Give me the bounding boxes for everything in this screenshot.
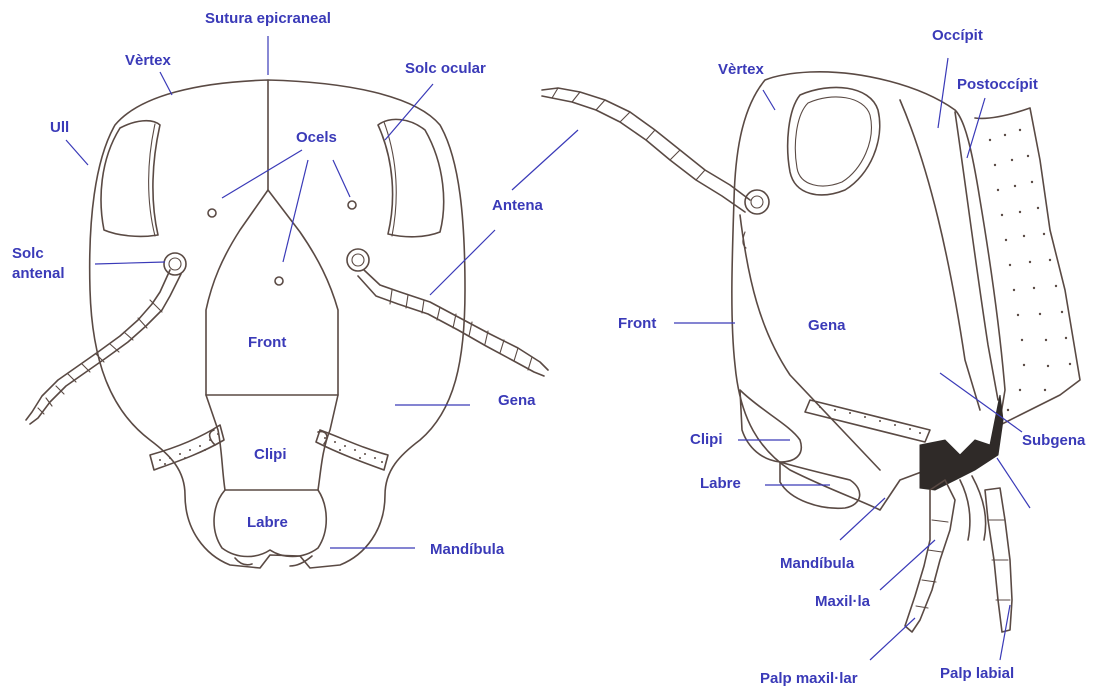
label-vertex-side: Vèrtex: [718, 61, 765, 78]
lateral-antenna: [542, 88, 750, 200]
label-solc-antenal-line2: antenal: [12, 265, 65, 282]
labels: Sutura epicraneal Vèrtex Ull Solc ocular…: [12, 10, 1086, 687]
right-antennal-socket: [347, 249, 369, 271]
label-gena-side: Gena: [808, 317, 846, 334]
frontal-genal-suture: [740, 215, 880, 470]
label-sutura-epicraneal: Sutura epicraneal: [205, 10, 331, 27]
label-subgena: Subgena: [1022, 432, 1086, 449]
label-mandibula-front: Mandíbula: [430, 541, 505, 558]
label-palp-labial: Palp labial: [940, 665, 1014, 682]
lateral-head-capsule: [732, 72, 1005, 510]
label-mandibula-side: Mandíbula: [780, 555, 855, 572]
left-mandible-tooth: [235, 558, 252, 565]
label-maxilla: Maxil·la: [815, 593, 871, 610]
lateral-antennal-socket: [745, 190, 769, 214]
label-occipit: Occípit: [932, 27, 983, 44]
label-vertex-front: Vèrtex: [125, 52, 172, 69]
label-solc-antenal-line1: Solc: [12, 245, 44, 262]
left-mandible-band: [150, 425, 224, 470]
leader-lines: [66, 36, 1030, 660]
lateral-clypeus: [740, 390, 801, 462]
left-ocular-sulcus: [149, 124, 155, 236]
neck-membrane-stipple: [989, 129, 1071, 411]
label-labre-side: Labre: [700, 475, 741, 492]
label-clipi-side: Clipi: [690, 431, 723, 448]
lateral-mandible-band: [805, 400, 930, 442]
label-postoccipit: Postoccípit: [957, 76, 1038, 93]
label-ocels: Ocels: [296, 129, 337, 146]
label-ull: Ull: [50, 119, 69, 136]
label-gena-front: Gena: [498, 392, 536, 409]
label-front-front: Front: [248, 334, 286, 351]
frontal-view: [26, 80, 548, 568]
label-labre-front: Labre: [247, 514, 288, 531]
lateral-view: [542, 72, 1080, 632]
postoccipital-suture: [955, 112, 998, 400]
label-clipi-front: Clipi: [254, 446, 287, 463]
frontal-suture: [206, 190, 338, 395]
left-antennal-socket: [164, 253, 186, 275]
occipital-suture: [900, 100, 980, 410]
label-palp-maxillar: Palp maxil·lar: [760, 670, 858, 687]
right-ocellus: [348, 201, 356, 209]
left-antenna: [26, 270, 170, 420]
right-antenna: [364, 270, 548, 370]
median-ocellus: [275, 277, 283, 285]
label-solc-ocular: Solc ocular: [405, 60, 486, 77]
label-antena-front: Antena: [492, 197, 543, 214]
left-ocellus: [208, 209, 216, 217]
head-capsule-outline: [90, 80, 465, 568]
maxilla: [905, 480, 955, 632]
label-front-side: Front: [618, 315, 656, 332]
